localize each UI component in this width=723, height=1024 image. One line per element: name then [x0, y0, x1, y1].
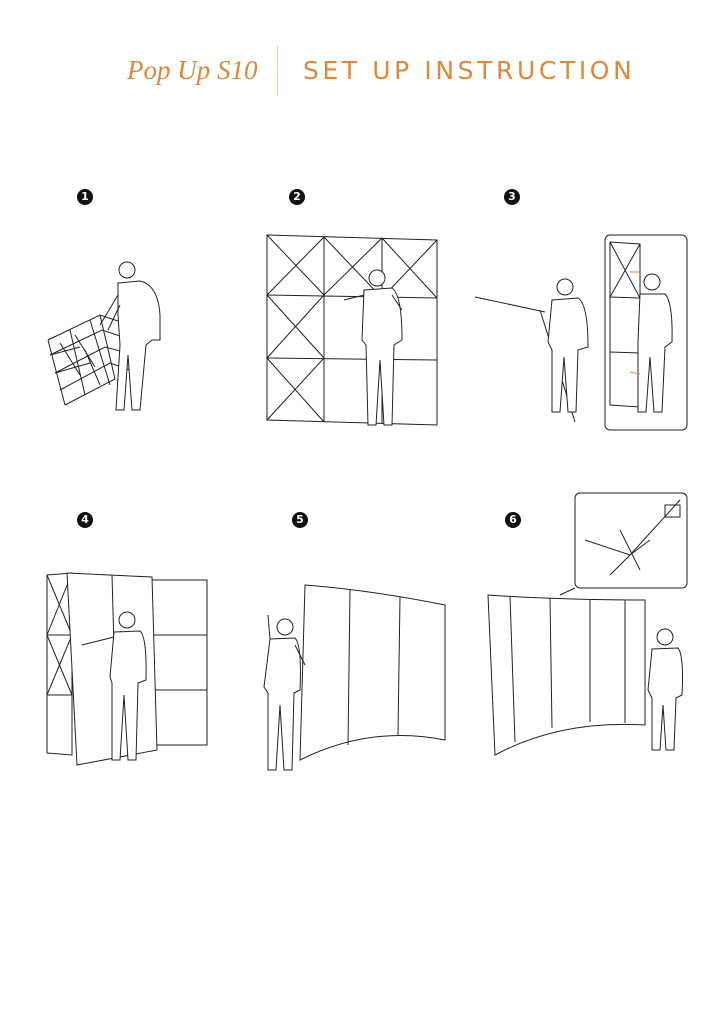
step-number-2: 2 [289, 189, 305, 205]
step-number-3: 3 [504, 189, 520, 205]
person [99, 261, 161, 411]
step-number-4: 4 [77, 512, 93, 528]
step-1-illustration [47, 261, 161, 411]
curved-wall [299, 584, 446, 761]
person [81, 611, 147, 761]
inset-detail [574, 492, 688, 589]
person [647, 628, 683, 751]
step-2-illustration [266, 234, 438, 426]
inset-detail [604, 234, 688, 431]
step-4-illustration [46, 572, 208, 766]
step-number-1: 1 [77, 189, 93, 205]
person-with-pole [474, 278, 589, 423]
person [263, 614, 306, 771]
header-divider [277, 46, 278, 96]
step-3-illustration [474, 234, 688, 431]
step-number-5: 5 [292, 512, 308, 528]
full-wall [487, 594, 646, 756]
page-title: SET UP INSTRUCTION [303, 56, 636, 85]
folded-frame [47, 314, 139, 406]
person [343, 269, 403, 426]
step-6-illustration [487, 492, 688, 756]
frame-grid [266, 234, 438, 426]
step-5-illustration [263, 584, 446, 771]
step-number-6: 6 [505, 512, 521, 528]
brand-name: Pop Up S10 [127, 55, 258, 85]
